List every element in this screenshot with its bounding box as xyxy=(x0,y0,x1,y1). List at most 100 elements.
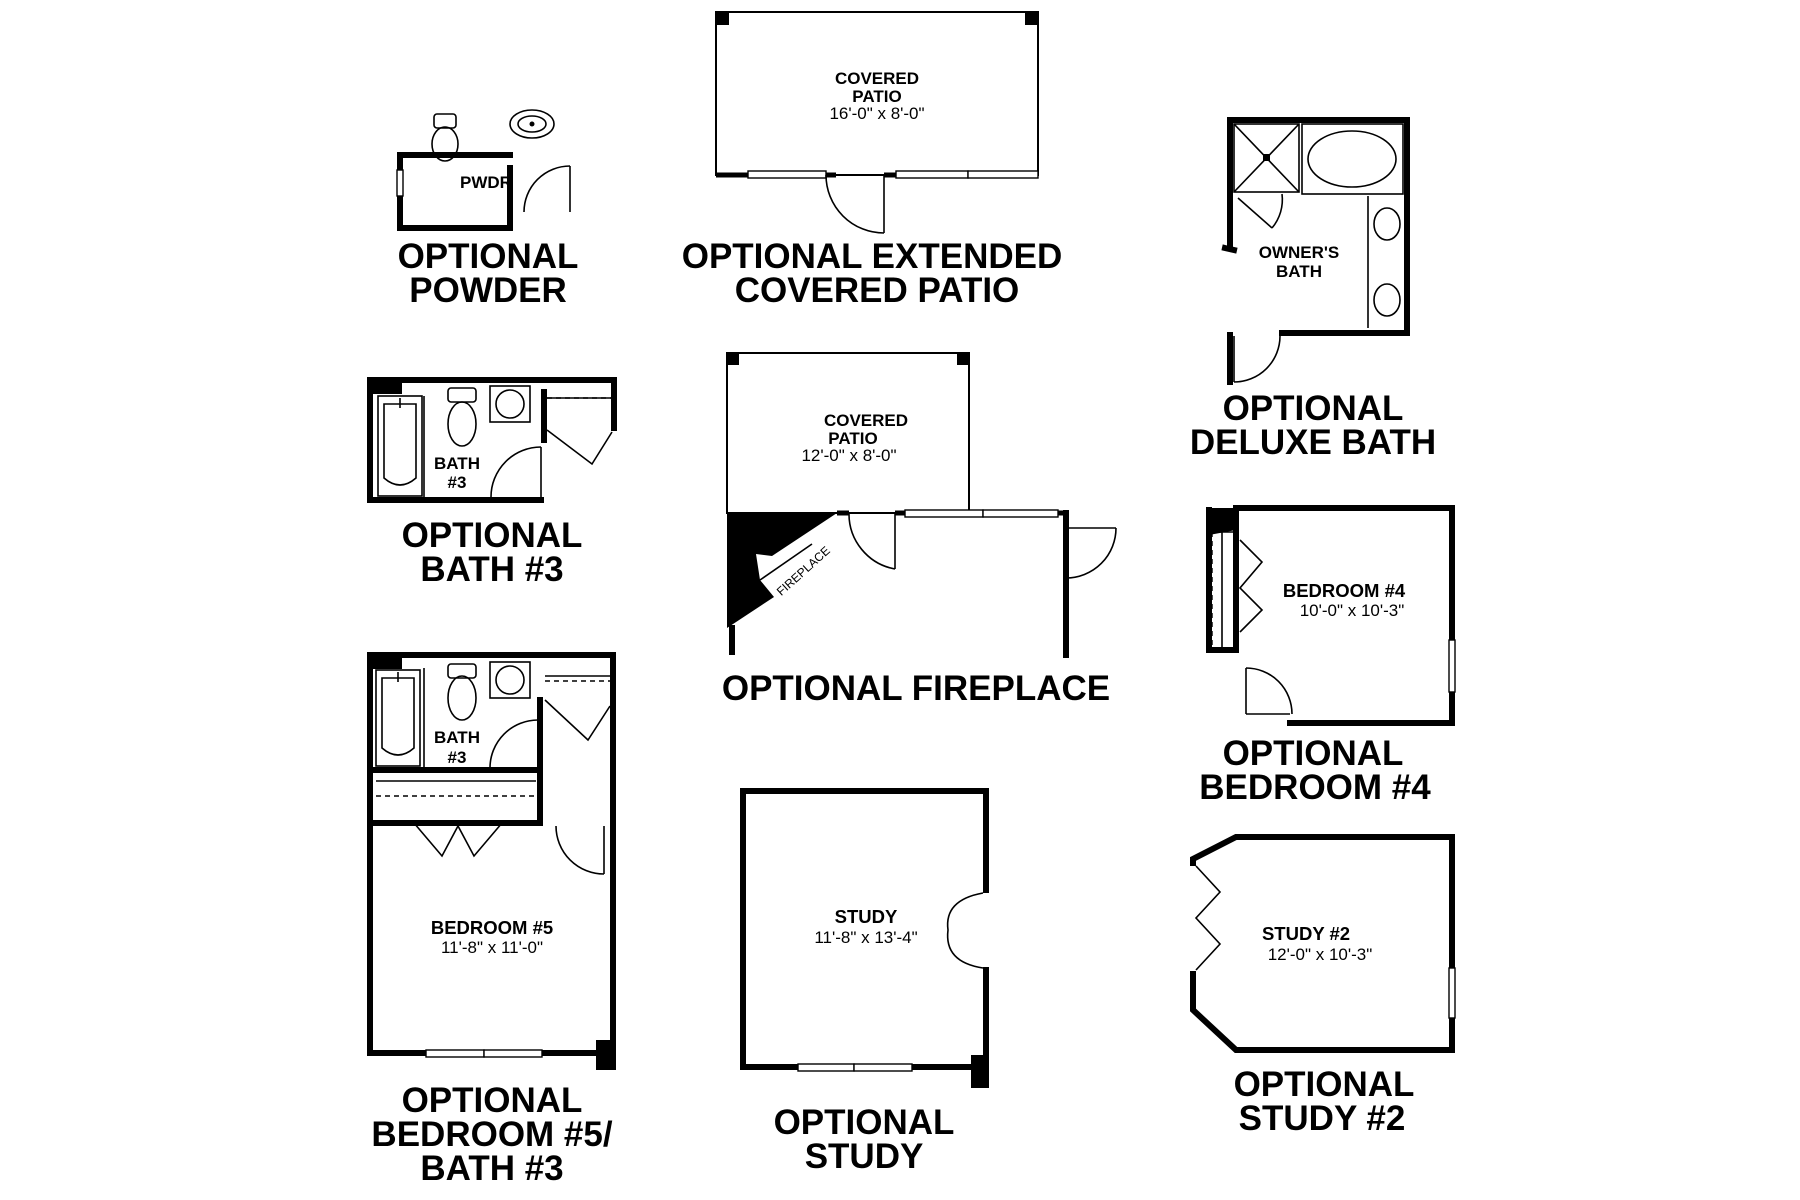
bath3-caption-line1: OPTIONAL xyxy=(402,516,583,555)
powder-caption-line1: OPTIONAL xyxy=(398,237,579,276)
bath3-label-line1: BATH xyxy=(434,454,480,473)
deluxe-bath-caption-line2: DELUXE BATH xyxy=(1190,423,1436,462)
fireplace-caption: OPTIONAL FIREPLACE xyxy=(722,669,1110,708)
window-icon xyxy=(797,1063,855,1072)
deluxe-bath-label-line2: BATH xyxy=(1276,262,1322,281)
deluxe-bath-plan: OWNER'S BATH OPTIONAL DELUXE BATH xyxy=(1190,117,1436,462)
window-icon xyxy=(1448,639,1456,693)
window-icon xyxy=(396,169,404,197)
bedroom4-walls xyxy=(1233,505,1455,726)
deluxe-bath-label-line1: OWNER'S xyxy=(1259,243,1340,262)
bedroom5-label: BEDROOM #5 xyxy=(431,917,553,938)
extended-patio-label-line2: PATIO xyxy=(852,87,901,106)
sink-icon xyxy=(509,109,555,139)
extended-patio-dims: 16'-0" x 8'-0" xyxy=(829,104,924,123)
window-icon xyxy=(895,170,969,179)
extended-patio-caption-line1: OPTIONAL EXTENDED xyxy=(682,237,1063,276)
window-icon xyxy=(1448,967,1456,1019)
bedroom5-walls xyxy=(367,652,616,1056)
fireplace-label: FIREPLACE xyxy=(774,544,833,599)
bedroom5-caption-line2: BEDROOM #5/ xyxy=(371,1115,612,1154)
bedroom5-caption-line1: OPTIONAL xyxy=(402,1081,583,1120)
bath3-plan: BATH #3 OPTIONAL BATH #3 xyxy=(367,377,617,589)
deluxe-bath-caption-line1: OPTIONAL xyxy=(1223,389,1404,428)
fireplace-icon xyxy=(727,513,837,628)
toilet-icon xyxy=(431,113,459,162)
study-label: STUDY xyxy=(835,906,898,927)
study-caption-line2: STUDY xyxy=(805,1137,924,1176)
toilet-icon xyxy=(447,387,477,447)
study-caption-line1: OPTIONAL xyxy=(774,1103,955,1142)
powder-caption-line2: POWDER xyxy=(409,271,567,310)
study2-walls xyxy=(1190,834,1455,1053)
column-icon xyxy=(957,353,969,365)
study2-plan: STUDY #2 12'-0" x 10'-3" OPTIONAL STUDY … xyxy=(1190,834,1456,1138)
column-icon xyxy=(1025,12,1038,25)
window-icon xyxy=(483,1049,543,1058)
window-icon xyxy=(967,170,1039,179)
door-swing-icon xyxy=(490,446,542,498)
bedroom4-caption-line2: BEDROOM #4 xyxy=(1199,768,1431,807)
sink-icon xyxy=(489,385,531,423)
fireplace-plan: FIREPLACE COVERED PATIO 12'-0" x 8'-0" O… xyxy=(722,352,1117,708)
bathtub-icon xyxy=(1301,123,1404,195)
window-icon xyxy=(747,170,827,179)
bedroom5-bath-label-line1: BATH xyxy=(434,728,480,747)
study2-label: STUDY #2 xyxy=(1262,923,1350,944)
french-door-icon xyxy=(946,892,984,969)
door-swing-icon xyxy=(1245,667,1293,715)
french-door-icon xyxy=(1194,865,1222,971)
study-plan: STUDY 11'-8" x 13'-4" OPTIONAL STUDY xyxy=(740,788,989,1176)
window-icon xyxy=(982,509,1059,518)
study-dims: 11'-8" x 13'-4" xyxy=(814,928,917,947)
bedroom5-dims: 11'-8" x 11'-0" xyxy=(441,938,543,957)
extended-patio-label-line1: COVERED xyxy=(835,69,919,88)
bedroom4-caption-line1: OPTIONAL xyxy=(1223,734,1404,773)
toilet-icon xyxy=(447,663,477,721)
bedroom5-plan: BATH #3 BEDROOM #5 11'-8" x 11'-0" OPTIO… xyxy=(367,652,616,1188)
fireplace-patio-dims: 12'-0" x 8'-0" xyxy=(801,446,896,465)
door-swing-icon xyxy=(1237,193,1284,229)
window-icon xyxy=(904,509,984,518)
closet-door-icon xyxy=(376,780,536,858)
bedroom5-bath-label-line2: #3 xyxy=(448,748,467,767)
extended-patio-outline xyxy=(715,11,1039,176)
closet-door-icon xyxy=(546,397,613,466)
powder-walls xyxy=(397,152,513,231)
study2-caption-line1: OPTIONAL xyxy=(1234,1065,1415,1104)
study2-caption-line2: STUDY #2 xyxy=(1239,1099,1406,1138)
bedroom5-caption-line3: BATH #3 xyxy=(420,1149,563,1188)
fireplace-patio-label-line1: COVERED xyxy=(824,411,908,430)
extended-patio-plan: COVERED PATIO 16'-0" x 8'-0" OPTIONAL EX… xyxy=(682,11,1063,310)
door-swing-icon xyxy=(848,512,896,570)
extended-patio-caption-line2: COVERED PATIO xyxy=(735,271,1020,310)
door-swing-icon xyxy=(825,174,885,234)
shower-icon xyxy=(1233,123,1300,193)
bedroom4-dims: 10'-0" x 10'-3" xyxy=(1300,601,1405,620)
bath3-caption-line2: BATH #3 xyxy=(420,550,563,589)
bathtub-icon xyxy=(375,669,421,767)
column-icon xyxy=(727,353,739,365)
sink-icon xyxy=(489,661,531,699)
column-icon xyxy=(716,12,729,25)
door-swing-icon xyxy=(555,825,605,875)
study2-dims: 12'-0" x 10'-3" xyxy=(1268,945,1373,964)
powder-plan: PWDR OPTIONAL POWDER xyxy=(396,109,579,310)
sink-icon xyxy=(1367,196,1401,328)
bedroom4-plan: BEDROOM #4 10'-0" x 10'-3" OPTIONAL BEDR… xyxy=(1199,505,1456,807)
door-swing-icon xyxy=(489,719,539,769)
bath3-label-line2: #3 xyxy=(448,473,467,492)
door-swing-icon xyxy=(1065,527,1117,579)
closet-door-icon xyxy=(544,675,611,742)
window-icon xyxy=(853,1063,913,1072)
bathtub-icon xyxy=(377,395,423,497)
study-walls xyxy=(740,788,989,1070)
deluxe-bath-walls xyxy=(1227,117,1410,336)
fireplace-patio-label-line2: PATIO xyxy=(828,429,877,448)
bedroom4-label: BEDROOM #4 xyxy=(1283,580,1406,601)
powder-room-label: PWDR xyxy=(460,173,512,192)
window-icon xyxy=(425,1049,485,1058)
door-swing-icon xyxy=(523,165,571,213)
closet-door-icon xyxy=(1238,539,1264,633)
